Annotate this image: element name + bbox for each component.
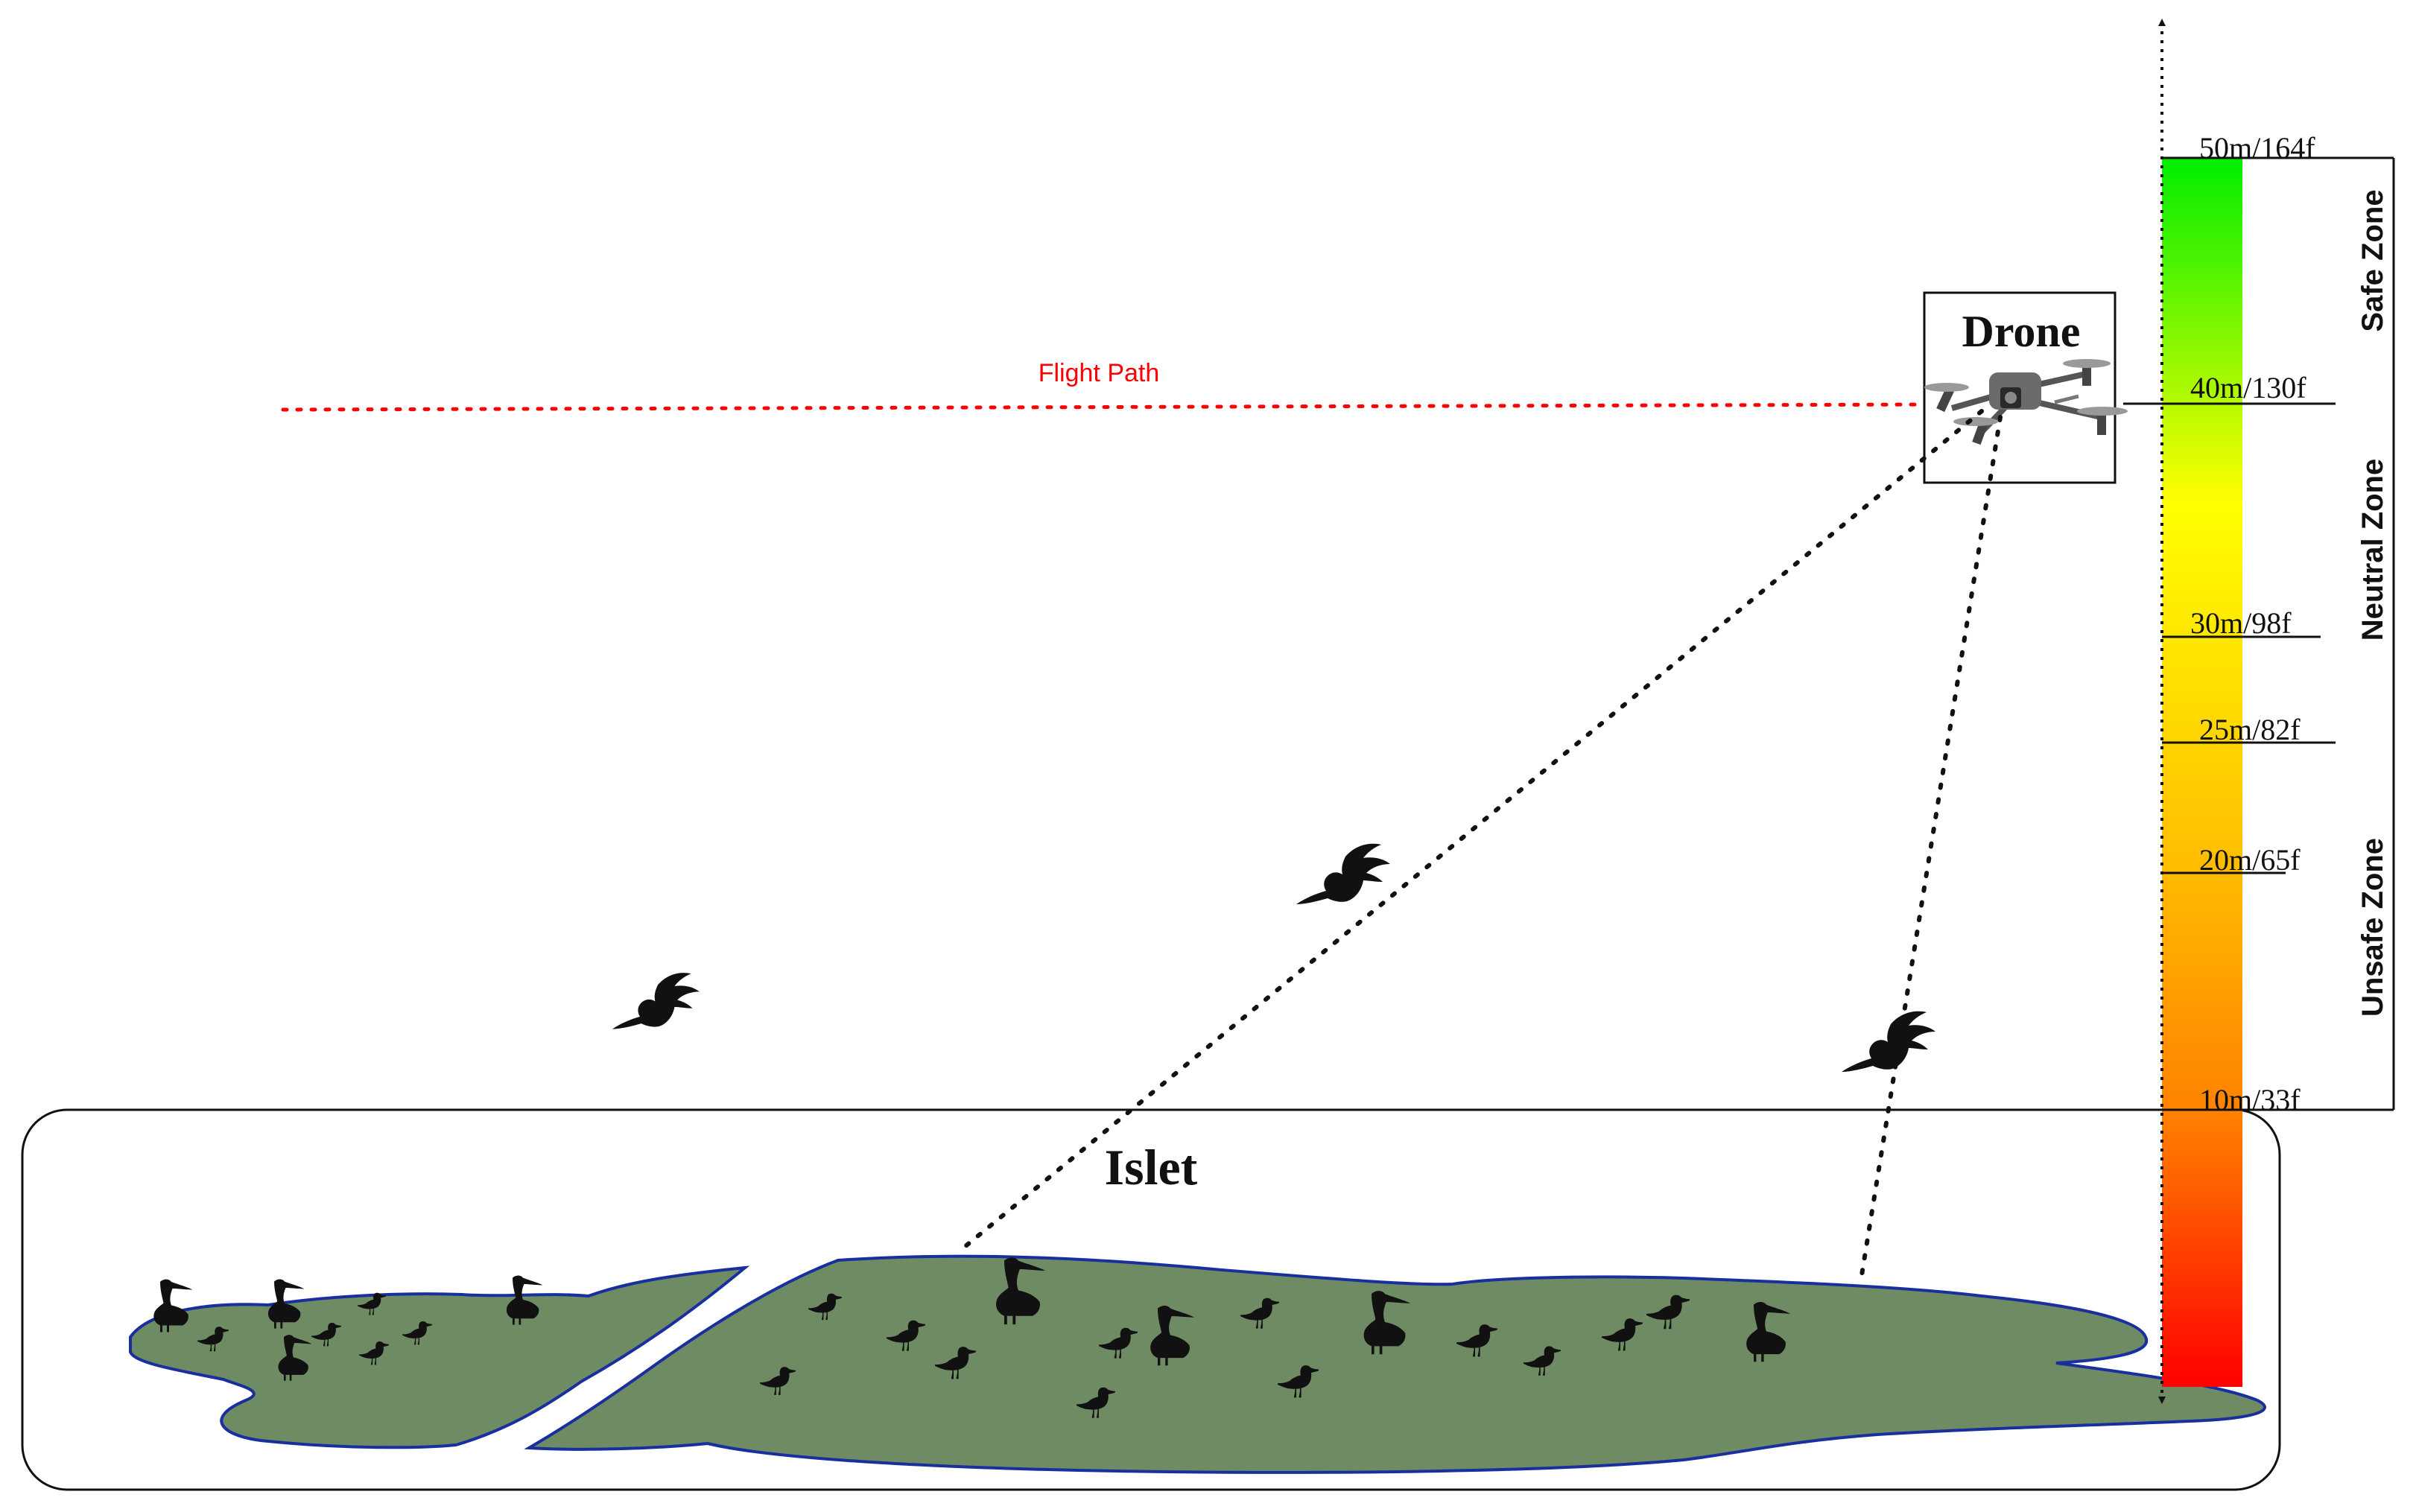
drone-label: Drone xyxy=(1962,307,2081,356)
drone-icon xyxy=(1924,359,2128,445)
altitude-ticks xyxy=(2123,156,2336,1111)
islet-frame xyxy=(21,1108,2281,1491)
tick-label-50m: 50m/164f xyxy=(2199,131,2315,165)
land-main xyxy=(524,1254,2266,1474)
tick-label-10m: 10m/33f xyxy=(2199,1083,2301,1116)
flight-path-line xyxy=(281,402,1939,412)
sight-line-left xyxy=(959,409,1984,1252)
flight-path-label: Flight Path xyxy=(1039,359,1160,387)
pelican-icon xyxy=(612,973,700,1029)
islet-label: Islet xyxy=(1105,1139,1198,1195)
sight-line-right xyxy=(1859,415,2003,1282)
pelican-icon xyxy=(1296,843,1390,904)
tick-label-40m: 40m/130f xyxy=(2190,371,2306,404)
altitude-gradient-bar xyxy=(2162,158,2242,1387)
zone-label-safe: Safe Zone xyxy=(2356,189,2389,331)
tick-label-25m: 25m/82f xyxy=(2199,713,2301,746)
pelican-icon xyxy=(1842,1011,1935,1072)
zone-label-unsafe: Unsafe Zone xyxy=(2356,838,2389,1017)
zone-label-neutral: Neutral Zone xyxy=(2356,459,2389,641)
altitude-tick-labels: 50m/164f 40m/130f 30m/98f 25m/82f 20m/65… xyxy=(2190,131,2315,1116)
tick-label-30m: 30m/98f xyxy=(2190,606,2292,640)
tick-label-20m: 20m/65f xyxy=(2199,843,2301,877)
